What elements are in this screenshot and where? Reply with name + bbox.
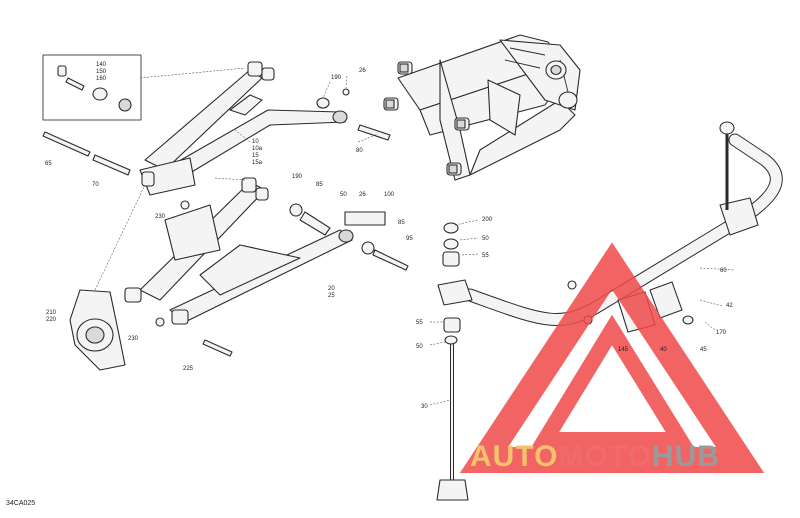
- callout-20: 20: [328, 286, 335, 292]
- callout-10a: 10a: [252, 146, 263, 152]
- callout-26-top: 26: [359, 68, 366, 74]
- watermark-triangle-inner: [530, 314, 695, 448]
- callout-145: 145: [618, 347, 629, 353]
- callout-70: 70: [92, 182, 99, 188]
- callout-50-lower: 50: [416, 344, 423, 350]
- callout-150: 150: [96, 69, 107, 75]
- callout-45: 45: [700, 347, 707, 353]
- diagram-code: 34CA025: [6, 500, 35, 507]
- callout-80-top: 80: [356, 148, 363, 154]
- callout-15a: 15a: [252, 160, 263, 166]
- callout-190-top: 190: [331, 75, 342, 81]
- callout-25: 25: [328, 293, 335, 299]
- callout-190-mid: 190: [292, 174, 303, 180]
- upper-a-arm: [139, 61, 348, 196]
- callout-200: 200: [482, 217, 493, 223]
- rear-subframe: [383, 34, 581, 181]
- callout-10: 10: [252, 139, 259, 145]
- watermark-auto: AUTO: [470, 440, 558, 473]
- lower-a-arm: [124, 177, 354, 325]
- callout-26-mid: 26: [359, 192, 366, 198]
- automotohub-watermark: [459, 242, 765, 473]
- callout-42: 42: [726, 303, 733, 309]
- callout-65: 65: [45, 161, 52, 167]
- callout-220: 220: [46, 317, 57, 323]
- callout-30: 30: [421, 404, 428, 410]
- callout-170: 170: [716, 330, 727, 336]
- callout-225: 225: [183, 366, 194, 372]
- callout-55-lower: 55: [416, 320, 423, 326]
- callout-labels: 140 150 160 190 26 80 10 10a 15 15a 65 7…: [45, 62, 733, 410]
- callout-95: 95: [406, 236, 413, 242]
- callout-140: 140: [96, 62, 107, 68]
- callout-230-upper: 230: [155, 214, 166, 220]
- callout-100: 100: [384, 192, 395, 198]
- callout-40: 40: [660, 347, 667, 353]
- callout-230-lower: 230: [128, 336, 139, 342]
- callout-60: 60: [720, 268, 727, 274]
- watermark-hub: HUB: [652, 440, 720, 473]
- callout-50-mid: 50: [340, 192, 347, 198]
- bushing-kit-inset: [42, 54, 142, 121]
- callout-210: 210: [46, 310, 57, 316]
- callout-55-right: 55: [482, 253, 489, 259]
- callout-85-right: 85: [398, 220, 405, 226]
- callout-160: 160: [96, 76, 107, 82]
- wheel-knuckle: [69, 289, 126, 371]
- callout-85-mid: 85: [316, 182, 323, 188]
- watermark-moto: MOTO: [558, 440, 651, 473]
- callout-50-right: 50: [482, 236, 489, 242]
- callout-15: 15: [252, 153, 259, 159]
- watermark-triangle-logo: [459, 242, 765, 473]
- hardware: [42, 88, 409, 357]
- watermark-text: AUTOMOTOHUB: [470, 440, 720, 473]
- leader-lines: [94, 67, 736, 406]
